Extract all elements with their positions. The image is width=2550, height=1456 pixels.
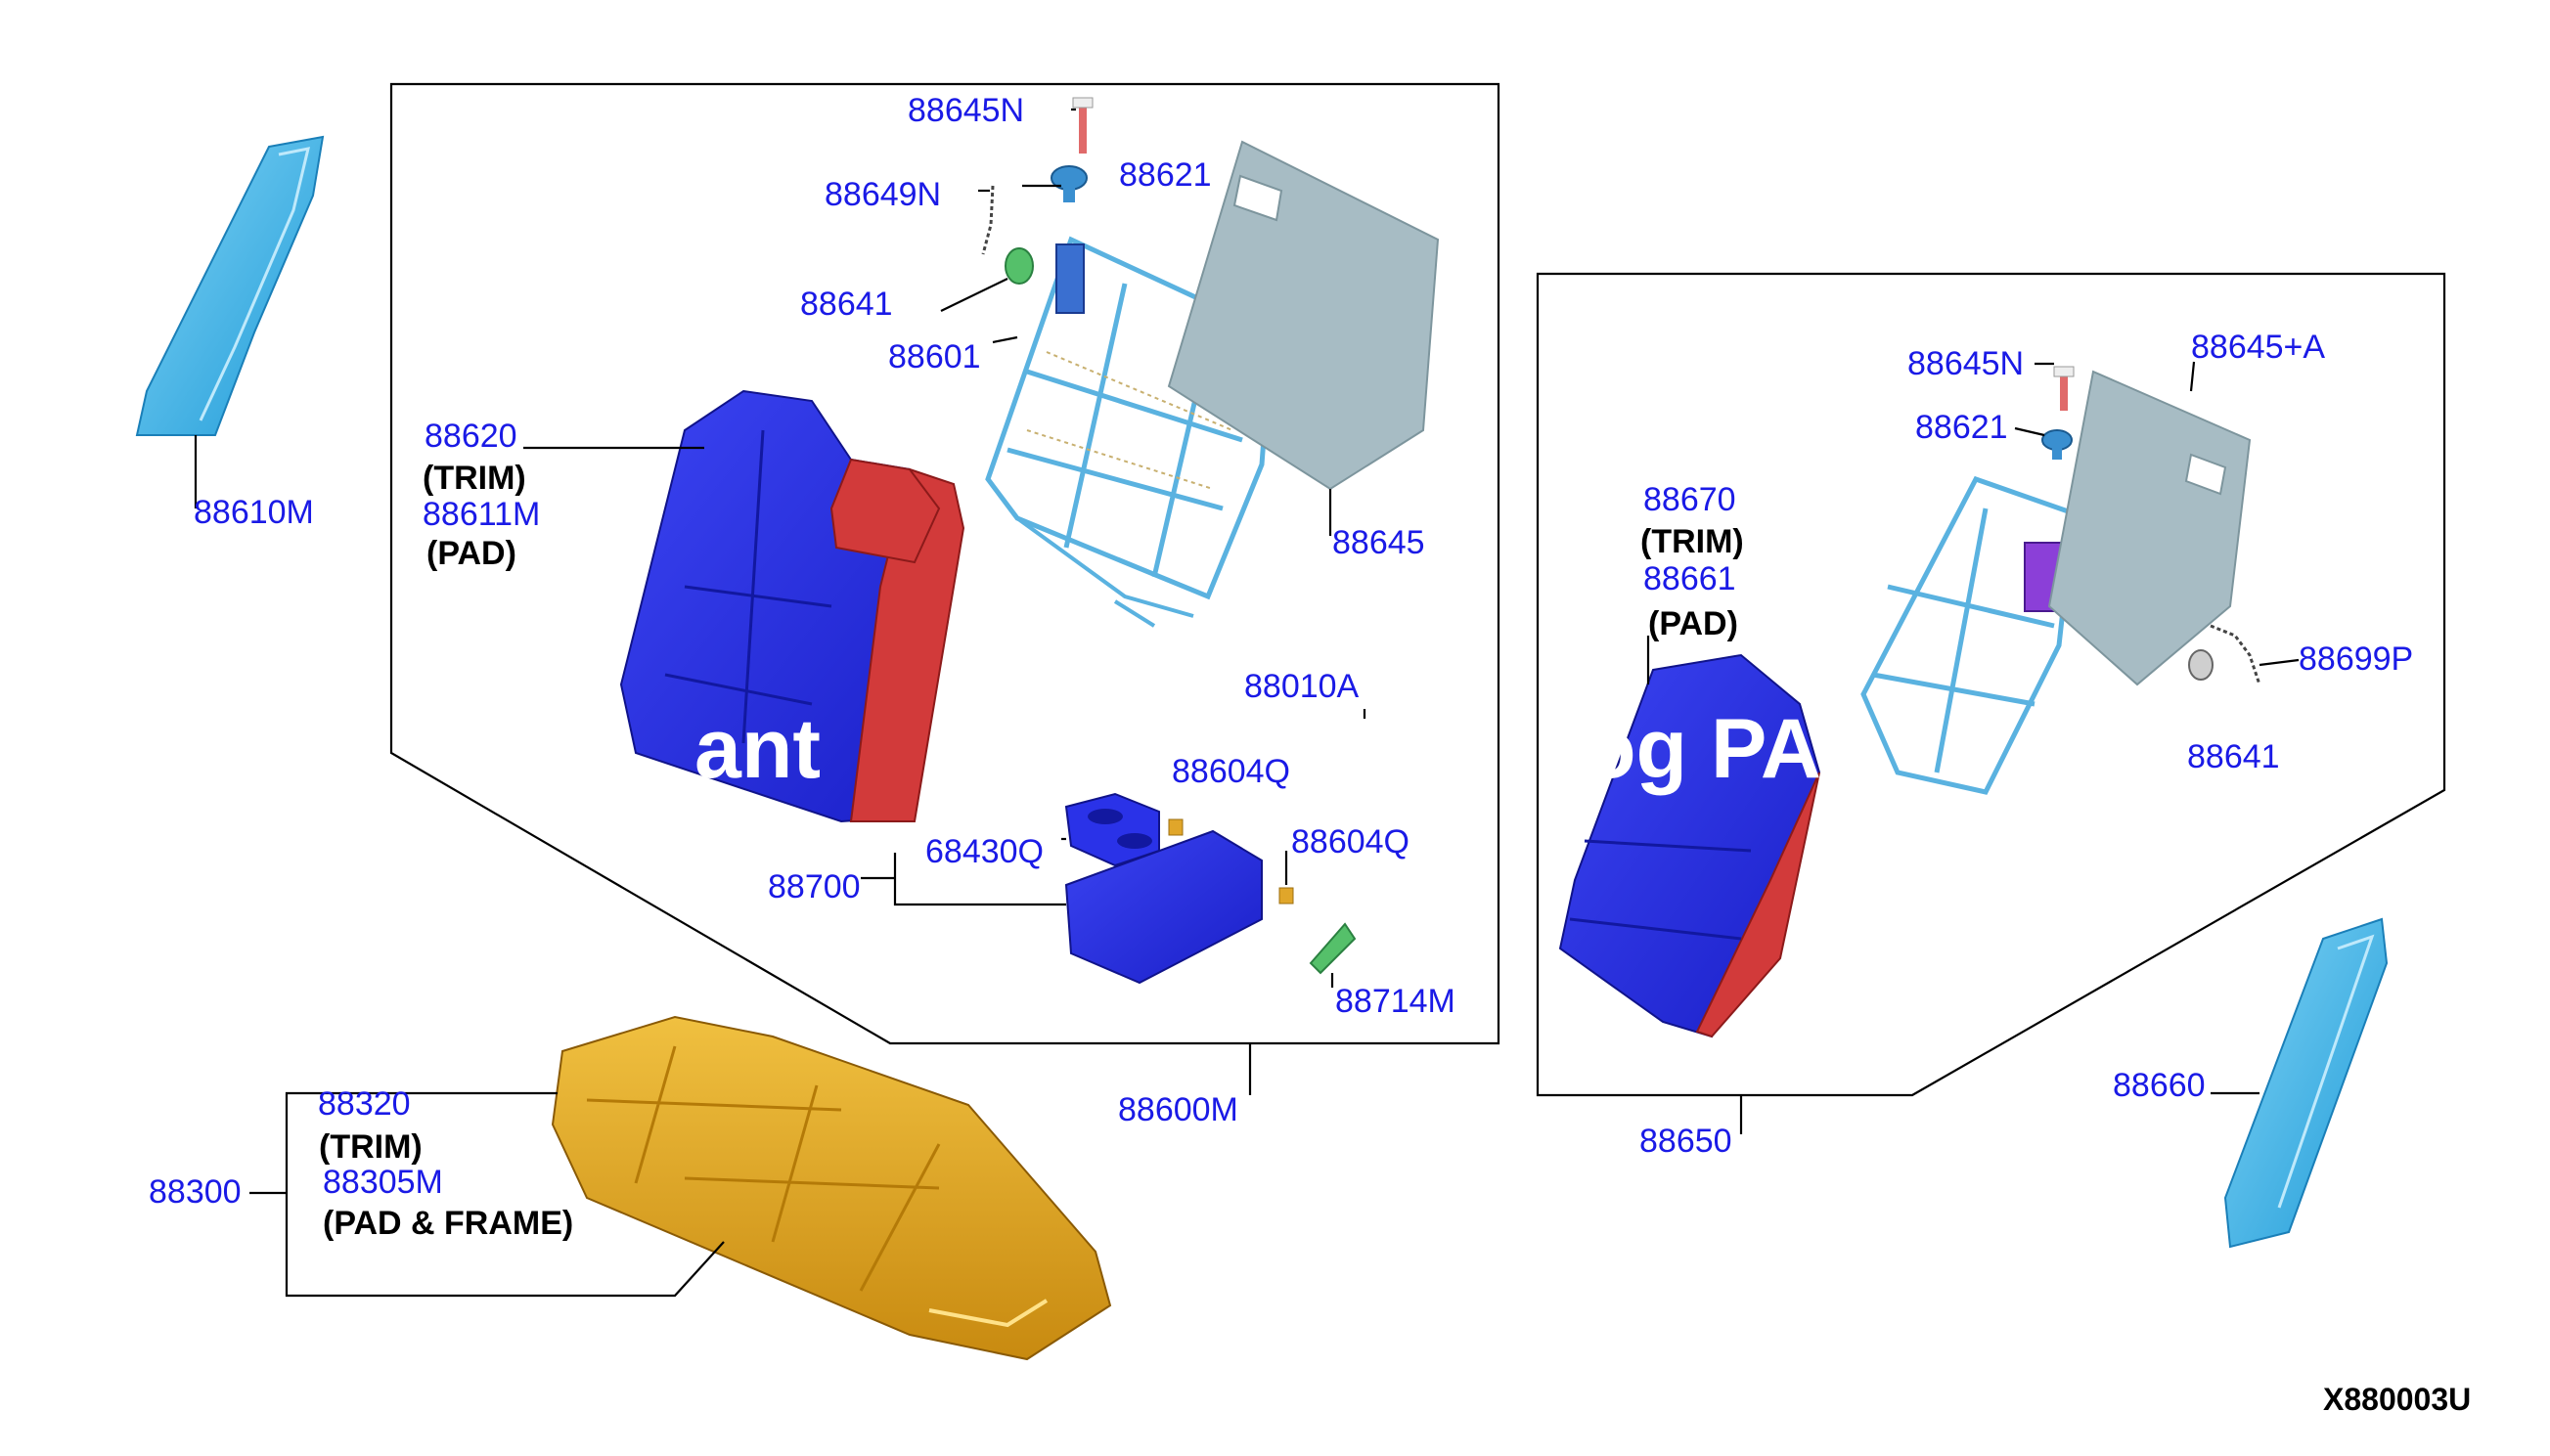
left-group-frame (389, 82, 1500, 1045)
armrest-88700 (1064, 792, 1263, 985)
clip-88604Q-a (1168, 818, 1184, 836)
label-88604Q-b: 88604Q (1291, 823, 1409, 860)
wire-88649N (981, 185, 995, 255)
label-trim-right: (TRIM) (1640, 523, 1744, 560)
label-88641-left: 88641 (800, 286, 893, 323)
label-68430Q: 68430Q (925, 833, 1044, 870)
label-88610M: 88610M (194, 494, 314, 531)
label-88300: 88300 (149, 1173, 242, 1211)
label-88645A: 88645+A (2191, 329, 2325, 366)
back-panel-hole (1232, 174, 1283, 222)
seat-cushion-88300 (551, 1015, 1112, 1361)
right-group-frame (1536, 272, 2446, 1097)
leader-cushion-group (285, 1091, 725, 1298)
label-pad-right: (PAD) (1648, 605, 1738, 642)
seat-back-left (523, 389, 965, 823)
label-88621-right: 88621 (1915, 409, 2008, 446)
watermark-right: og PA (1585, 702, 1821, 796)
seat-frame-right (1860, 475, 2077, 795)
leaders-left-box (861, 108, 1366, 988)
label-pad-left: (PAD) (426, 535, 516, 572)
back-panel-hole-right (2184, 453, 2227, 496)
screw-88645N-left (1072, 97, 1094, 154)
cover-88714M (1309, 922, 1357, 975)
label-88600M: 88600M (1118, 1091, 1238, 1128)
back-panel-88645A (2047, 370, 2252, 686)
diagram-code: X880003U (2323, 1382, 2471, 1417)
label-88661: 88661 (1643, 560, 1736, 597)
label-88305M: 88305M (323, 1164, 443, 1201)
label-88670: 88670 (1643, 481, 1736, 518)
label-88649N: 88649N (825, 176, 941, 213)
clip-88641-left (1005, 247, 1034, 285)
clip-88621-right (2041, 429, 2073, 460)
screw-88645N-right (2053, 366, 2075, 411)
wire-88699P (2210, 624, 2261, 685)
label-88645N-left: 88645N (908, 92, 1024, 129)
label-trim-left: (TRIM) (423, 460, 526, 497)
label-88320: 88320 (318, 1085, 411, 1123)
label-88601: 88601 (888, 338, 981, 375)
label-88621-left: 88621 (1119, 156, 1212, 194)
label-88645: 88645 (1332, 524, 1425, 561)
label-88010A: 88010A (1244, 668, 1360, 705)
label-88700: 88700 (768, 868, 861, 905)
label-pad-frame: (PAD & FRAME) (323, 1205, 573, 1242)
clip-88621-left (1051, 165, 1088, 202)
label-88641-right: 88641 (2187, 738, 2280, 775)
label-88650: 88650 (1639, 1123, 1732, 1160)
label-88714M: 88714M (1335, 983, 1455, 1020)
label-88660: 88660 (2113, 1067, 2206, 1104)
label-88645N-right: 88645N (1907, 345, 2024, 382)
label-88620: 88620 (425, 418, 517, 455)
leaders-right-box (2014, 361, 2300, 667)
clip-88641-right (2188, 649, 2214, 681)
clip-88604Q-b (1278, 887, 1294, 904)
seat-back-right (1558, 636, 1821, 1038)
side-trim-88610M (135, 135, 325, 508)
label-88699P: 88699P (2299, 640, 2413, 678)
label-trim-cushion: (TRIM) (319, 1128, 423, 1166)
label-88611M: 88611M (423, 496, 540, 533)
watermark-left: ant (694, 702, 821, 796)
label-88604Q-a: 88604Q (1172, 753, 1290, 790)
side-trim-88660 (2211, 917, 2389, 1249)
back-panel-88645 (1167, 140, 1440, 491)
